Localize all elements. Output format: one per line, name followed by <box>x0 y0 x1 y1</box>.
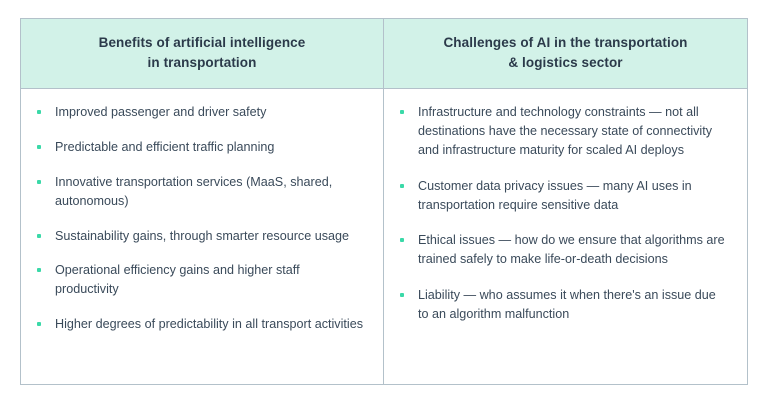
table-body-row: Improved passenger and driver safety Pre… <box>21 89 747 384</box>
list-item: Improved passenger and driver safety <box>35 103 363 122</box>
bullet-dot-icon <box>37 110 41 114</box>
column-header-benefits-line1: Benefits of artificial intelligence <box>98 34 306 50</box>
list-item: Predictable and efficient traffic planni… <box>35 138 363 157</box>
list-item-text: Higher degrees of predictability in all … <box>55 317 363 332</box>
bullet-dot-icon <box>400 183 404 188</box>
bullet-dot-icon <box>37 233 41 238</box>
column-header-benefits-line2: in transportation <box>147 54 257 70</box>
list-item: Infrastructure and technology constraint… <box>398 103 727 160</box>
column-header-benefits: Benefits of artificial intelligence in tr… <box>21 19 384 88</box>
benefits-list: Improved passenger and driver safety Pre… <box>35 103 363 334</box>
column-header-challenges-line1: Challenges of AI in the transportation <box>443 34 688 50</box>
column-body-challenges: Infrastructure and technology constraint… <box>384 89 747 384</box>
list-item-text: Improved passenger and driver safety <box>55 105 267 119</box>
comparison-table: Benefits of artificial intelligence in tr… <box>20 18 748 385</box>
column-header-challenges-line2: & logistics sector <box>508 54 623 70</box>
list-item-text: Customer data privacy issues — many AI u… <box>418 178 692 212</box>
list-item: Higher degrees of predictability in all … <box>35 315 363 334</box>
column-body-benefits: Improved passenger and driver safety Pre… <box>21 89 384 384</box>
column-header-challenges: Challenges of AI in the transportation & … <box>384 19 747 88</box>
bullet-dot-icon <box>400 238 404 243</box>
list-item-text: Sustainability gains, through smarter re… <box>55 228 350 243</box>
column-header-benefits-text: Benefits of artificial intelligence in tr… <box>99 33 306 72</box>
bullet-dot-icon <box>37 179 41 184</box>
bullet-dot-icon <box>400 293 404 298</box>
column-header-challenges-text: Challenges of AI in the transportation & … <box>443 33 687 72</box>
list-item-text: Infrastructure and technology constraint… <box>418 105 713 157</box>
list-item-text: Liability — who assumes it when there's … <box>418 288 716 322</box>
list-item: Sustainability gains, through smarter re… <box>35 227 363 246</box>
bullet-dot-icon <box>400 110 404 114</box>
bullet-dot-icon <box>37 144 41 149</box>
table-header-row: Benefits of artificial intelligence in tr… <box>21 19 747 89</box>
list-item: Ethical issues — how do we ensure that a… <box>398 231 727 269</box>
list-item-text: Predictable and efficient traffic planni… <box>55 139 275 154</box>
list-item-text: Operational efficiency gains and higher … <box>55 263 300 297</box>
list-item: Liability — who assumes it when there's … <box>398 286 727 324</box>
challenges-list: Infrastructure and technology constraint… <box>398 103 727 324</box>
bullet-dot-icon <box>37 322 41 327</box>
bullet-dot-icon <box>37 268 41 273</box>
list-item-text: Innovative transportation services (MaaS… <box>55 174 333 208</box>
list-item: Innovative transportation services (MaaS… <box>35 173 363 211</box>
list-item-text: Ethical issues — how do we ensure that a… <box>418 233 725 267</box>
list-item: Operational efficiency gains and higher … <box>35 261 363 299</box>
list-item: Customer data privacy issues — many AI u… <box>398 177 727 215</box>
